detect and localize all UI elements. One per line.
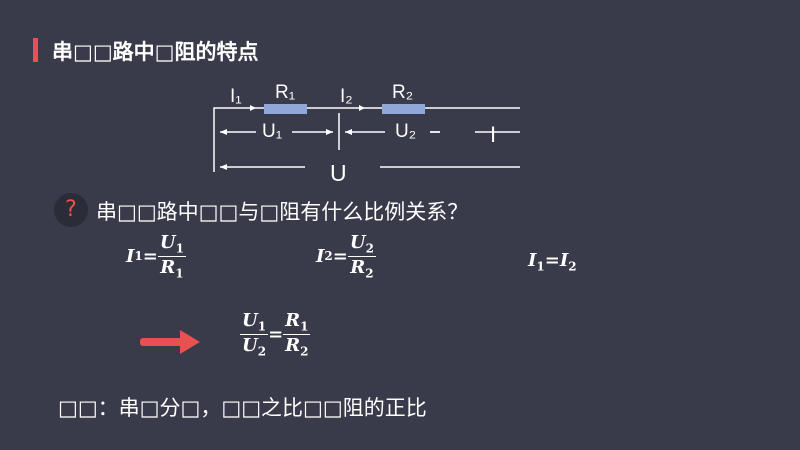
label-i: I	[490, 122, 497, 147]
f1-lhs: I	[126, 245, 135, 267]
ratio-u1-sub: 1	[257, 319, 267, 334]
label-u: U	[330, 160, 347, 186]
f2-eq: =	[332, 245, 348, 267]
f1-eq: =	[142, 245, 158, 267]
f3-i1: I	[528, 250, 537, 271]
f2-den-sub: 2	[365, 266, 374, 281]
resistor-r1	[264, 104, 307, 114]
label-r1: R₁	[275, 82, 296, 103]
title-accent-bar	[33, 38, 38, 62]
f1-den: R	[160, 256, 176, 278]
formula-i-equal: I1=I2	[528, 250, 577, 274]
f3-sub1: 1	[536, 259, 545, 274]
question-icon: ?	[54, 193, 88, 227]
circuit-diagram	[213, 104, 520, 174]
f2-num: U	[349, 232, 366, 253]
f1-num: U	[159, 232, 176, 253]
f1-sub: 1	[134, 249, 143, 264]
conclusion-text: □□：串□分□，□□之比□□阻的正比	[58, 396, 427, 420]
ratio-u2: U	[242, 334, 258, 356]
f2-lhs: I	[316, 245, 325, 267]
ratio-r2-sub: 2	[300, 344, 309, 359]
label-u1: U₁	[262, 121, 283, 142]
circuit-wire	[213, 107, 520, 172]
f2-num-sub: 2	[365, 241, 374, 256]
ratio-r1-sub: 1	[300, 319, 309, 334]
f1-den-sub: 1	[175, 266, 184, 281]
question-text: 串□□路中□□与□阻有什么比例关系？	[96, 200, 469, 224]
f2-sub: 2	[324, 249, 333, 264]
ratio-u2-sub: 2	[257, 344, 267, 359]
f3-eq: =I	[544, 250, 569, 271]
ratio-eq: =	[268, 323, 284, 345]
f2-den: R	[350, 256, 366, 278]
f1-num-sub: 1	[175, 241, 184, 256]
label-u2: U₂	[395, 121, 417, 142]
f3-sub2: 2	[568, 259, 577, 274]
label-r2: R₂	[392, 82, 414, 103]
label-i2: I₂	[340, 86, 353, 107]
ratio-u1: U	[242, 310, 258, 331]
page-title: 串□□路中□阻的特点	[52, 40, 259, 64]
label-i1: I₁	[230, 86, 242, 107]
resistor-r2	[382, 104, 425, 114]
ratio-r2: R	[285, 334, 301, 356]
ratio-r1: R	[285, 310, 301, 331]
right-arrow-icon	[140, 330, 200, 354]
